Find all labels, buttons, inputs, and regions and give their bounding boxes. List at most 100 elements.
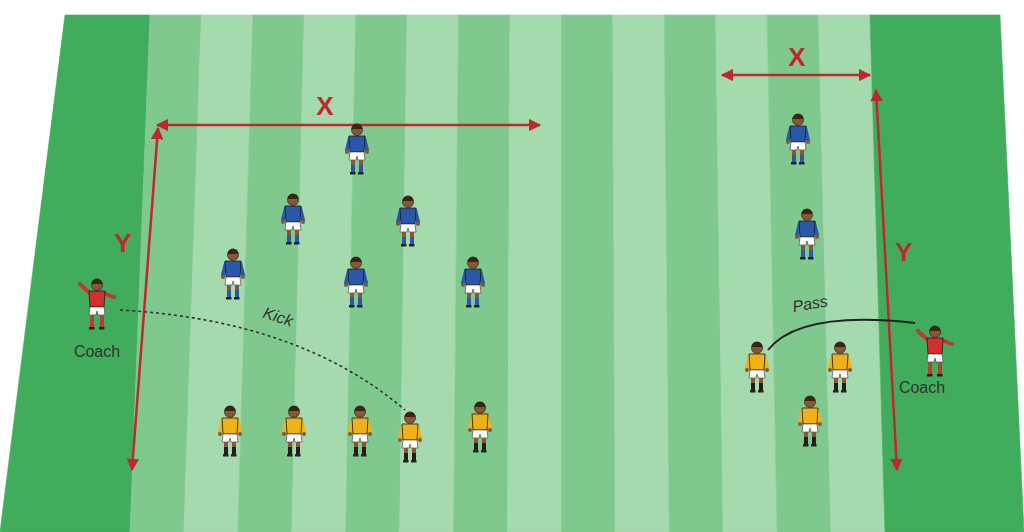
sock bbox=[90, 320, 94, 327]
boot bbox=[474, 305, 480, 308]
hand bbox=[461, 283, 465, 287]
coach-label: Coach bbox=[74, 343, 120, 361]
hair bbox=[355, 406, 366, 412]
boot bbox=[295, 454, 301, 457]
sock bbox=[938, 367, 942, 374]
sock bbox=[809, 250, 813, 257]
hand bbox=[798, 422, 802, 426]
leg bbox=[410, 232, 414, 237]
coach-figure bbox=[78, 279, 116, 330]
player-figure bbox=[281, 194, 305, 245]
action-label: Kick bbox=[261, 304, 295, 330]
shirt bbox=[222, 418, 238, 434]
sock bbox=[288, 447, 292, 454]
boot bbox=[231, 454, 237, 457]
head bbox=[92, 280, 103, 291]
hand bbox=[765, 368, 769, 372]
hair bbox=[468, 257, 479, 263]
boot bbox=[473, 450, 479, 453]
dimension-label: X bbox=[788, 43, 805, 72]
sock bbox=[812, 437, 816, 444]
leg bbox=[474, 438, 478, 443]
hand bbox=[848, 368, 852, 372]
boot bbox=[937, 374, 943, 377]
shorts bbox=[349, 152, 365, 160]
hand bbox=[218, 432, 222, 436]
sock bbox=[801, 250, 805, 257]
leg bbox=[296, 442, 300, 447]
dimension-label: X bbox=[316, 92, 333, 121]
hair bbox=[288, 194, 299, 200]
hair bbox=[289, 406, 300, 412]
head bbox=[289, 407, 300, 418]
leg bbox=[412, 448, 416, 453]
hand bbox=[281, 220, 285, 224]
shorts bbox=[749, 370, 765, 378]
shorts bbox=[927, 354, 943, 362]
boot bbox=[234, 297, 240, 300]
pitch-stripe bbox=[561, 15, 615, 532]
hand bbox=[786, 140, 790, 144]
sock bbox=[474, 443, 478, 450]
sock bbox=[235, 290, 239, 297]
player-figure bbox=[461, 257, 485, 308]
boot bbox=[226, 297, 232, 300]
leg bbox=[759, 378, 763, 383]
head bbox=[225, 407, 236, 418]
shorts bbox=[222, 434, 238, 442]
shirt bbox=[225, 261, 241, 277]
shorts bbox=[352, 434, 368, 442]
sock bbox=[354, 447, 358, 454]
sock bbox=[410, 237, 414, 244]
hand bbox=[301, 220, 305, 224]
head bbox=[805, 397, 816, 408]
head bbox=[352, 125, 363, 136]
shirt bbox=[349, 136, 365, 152]
leg bbox=[350, 293, 354, 298]
player-figure bbox=[786, 114, 810, 165]
leg bbox=[354, 442, 358, 447]
sock bbox=[804, 437, 808, 444]
shorts bbox=[89, 307, 105, 315]
sock bbox=[404, 453, 408, 460]
dimension-lines bbox=[132, 75, 897, 470]
shirt bbox=[402, 424, 418, 440]
boot bbox=[89, 327, 95, 330]
boot bbox=[99, 327, 105, 330]
hand bbox=[795, 235, 799, 239]
shirt bbox=[749, 354, 765, 370]
sock bbox=[482, 443, 486, 450]
hand bbox=[806, 140, 810, 144]
shorts bbox=[790, 142, 806, 150]
shirt bbox=[927, 338, 943, 354]
shorts bbox=[285, 222, 301, 230]
hair bbox=[351, 257, 362, 263]
hand bbox=[815, 235, 819, 239]
shorts bbox=[465, 285, 481, 293]
boot bbox=[481, 450, 487, 453]
player-figure bbox=[348, 406, 372, 457]
boot bbox=[927, 374, 933, 377]
pitch bbox=[0, 15, 1024, 532]
boot bbox=[466, 305, 472, 308]
boot bbox=[409, 244, 415, 247]
dimension-label: Y bbox=[895, 238, 912, 267]
boot bbox=[811, 444, 817, 447]
pitch-stripe bbox=[292, 15, 356, 532]
shorts bbox=[348, 285, 364, 293]
dimension-label: Y bbox=[114, 229, 131, 258]
boot bbox=[403, 460, 409, 463]
hair bbox=[228, 249, 239, 255]
ball-paths bbox=[120, 310, 915, 410]
boot bbox=[758, 390, 764, 393]
boot bbox=[791, 162, 797, 165]
boot bbox=[361, 454, 367, 457]
boot bbox=[353, 454, 359, 457]
sock bbox=[100, 320, 104, 327]
boot bbox=[799, 162, 805, 165]
player-figure bbox=[345, 124, 369, 175]
boot bbox=[833, 390, 839, 393]
leg bbox=[287, 230, 291, 235]
arm bbox=[104, 293, 113, 297]
